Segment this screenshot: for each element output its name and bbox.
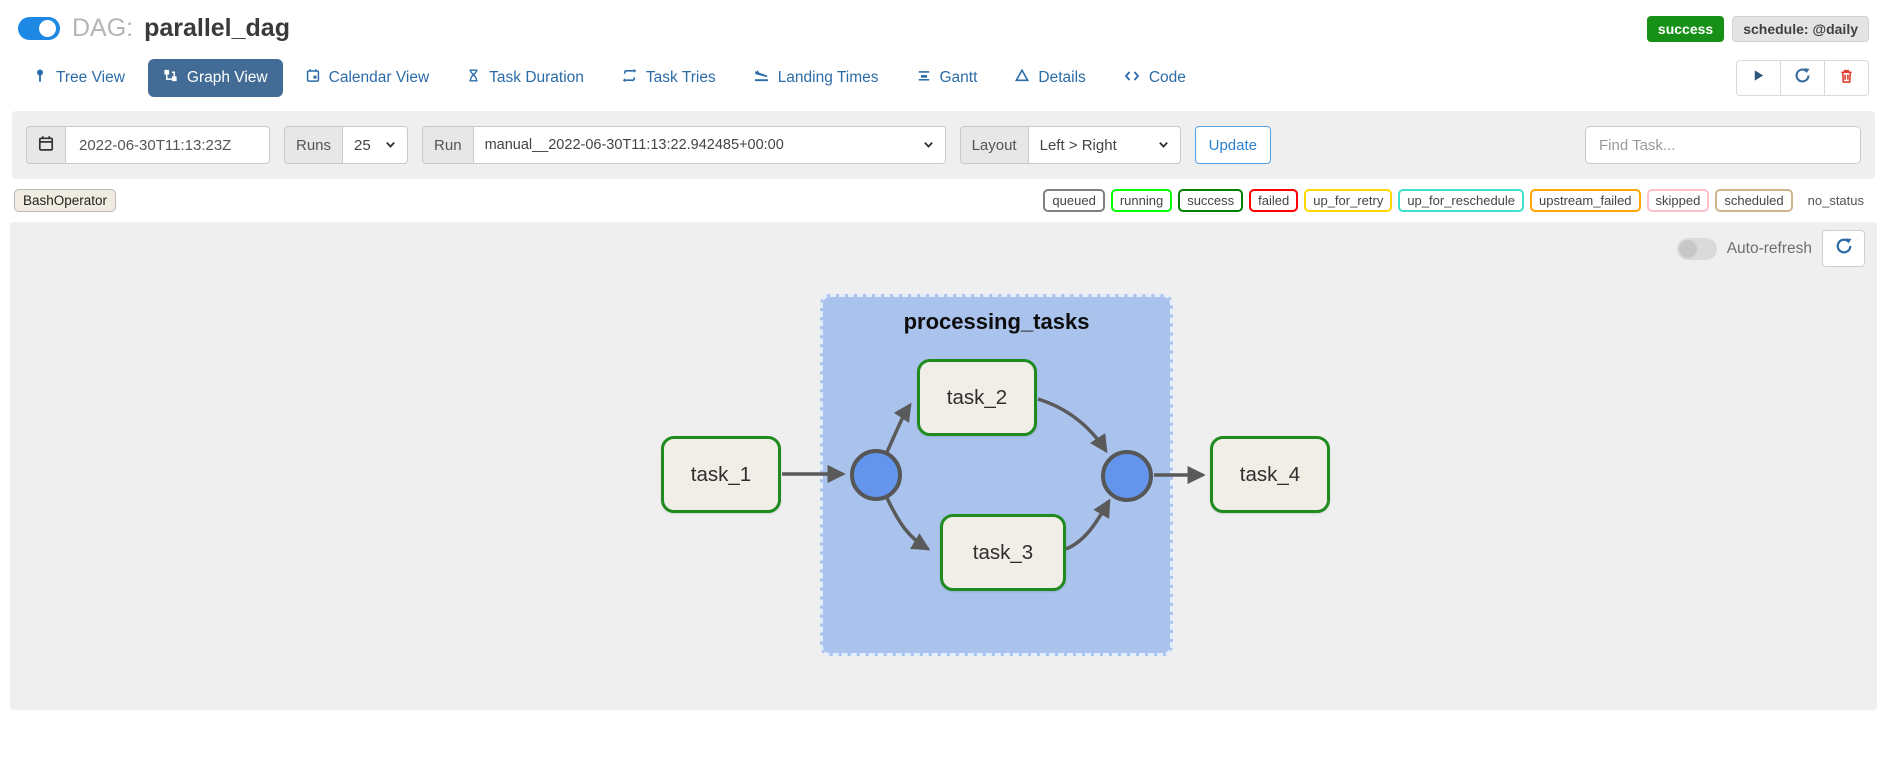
layout-value: Left > Right	[1039, 136, 1117, 154]
run-value: manual__2022-06-30T11:13:22.942485+00:00	[484, 137, 784, 153]
chevron-down-icon	[385, 137, 396, 154]
operator-legend-badge: BashOperator	[14, 189, 117, 212]
code-icon	[1124, 69, 1140, 88]
tab-details[interactable]: Details	[1000, 59, 1100, 97]
toggle-knob	[1678, 239, 1697, 258]
join-node-upstream[interactable]	[850, 449, 902, 501]
status-badge-skipped[interactable]: skipped	[1646, 189, 1710, 212]
page-title: DAG: parallel_dag	[72, 14, 290, 43]
update-button[interactable]: Update	[1194, 126, 1271, 164]
refresh-dag-button[interactable]	[1780, 60, 1825, 96]
dag-enabled-toggle[interactable]	[18, 17, 60, 40]
layout-select[interactable]: Left > Right	[1027, 126, 1181, 164]
tab-label: Task Tries	[645, 69, 716, 86]
status-badge-scheduled[interactable]: scheduled	[1715, 189, 1793, 212]
status-badge-failed[interactable]: failed	[1249, 189, 1299, 212]
auto-refresh-toggle[interactable]	[1676, 237, 1717, 260]
chevron-down-icon	[923, 137, 934, 154]
runs-label: Runs	[284, 126, 344, 164]
layout-label: Layout	[959, 126, 1029, 164]
status-badge-no-status: no_status	[1807, 193, 1864, 208]
gantt-icon	[917, 68, 931, 88]
schedule-badge: schedule: @daily	[1732, 15, 1869, 42]
refresh-icon	[1794, 67, 1811, 89]
hourglass-icon	[467, 68, 480, 88]
auto-refresh-label: Auto-refresh	[1726, 239, 1812, 257]
chevron-down-icon	[1158, 137, 1169, 154]
plane-landing-icon	[754, 68, 769, 88]
dag-name: parallel_dag	[144, 14, 290, 42]
status-legend: queued running success failed up_for_ret…	[1043, 189, 1873, 212]
run-select[interactable]: manual__2022-06-30T11:13:22.942485+00:00	[472, 126, 946, 164]
status-badge-running[interactable]: running	[1110, 189, 1173, 212]
refresh-graph-button[interactable]	[1822, 230, 1865, 267]
tab-calendar-view[interactable]: Calendar View	[291, 59, 445, 97]
play-icon	[1751, 68, 1766, 88]
calendar-icon	[38, 135, 54, 156]
trash-icon	[1839, 68, 1854, 89]
filter-bar: Runs 25 Run manual__2022-06-30T11:13:22.…	[12, 111, 1875, 179]
tab-label: Tree View	[56, 69, 125, 86]
tab-tree-view[interactable]: Tree View	[18, 59, 140, 97]
tab-code[interactable]: Code	[1109, 60, 1201, 97]
layout-group: Layout Left > Right	[959, 126, 1181, 164]
task-node-task-2[interactable]: task_2	[917, 359, 1037, 436]
status-badge-upstream-failed[interactable]: upstream_failed	[1530, 189, 1641, 212]
tab-task-duration[interactable]: Task Duration	[452, 59, 599, 97]
legend-row: BashOperator queued running success fail…	[0, 179, 1887, 220]
dag-title-prefix: DAG:	[72, 14, 134, 42]
task-node-task-3[interactable]: task_3	[940, 514, 1066, 591]
header: DAG: parallel_dag success schedule: @dai…	[0, 0, 1887, 47]
task-node-task-1[interactable]: task_1	[661, 436, 781, 513]
triangle-icon	[1015, 68, 1030, 88]
run-group: Run manual__2022-06-30T11:13:22.942485+0…	[422, 126, 946, 164]
tab-label: Landing Times	[777, 69, 879, 86]
calendar-icon	[306, 68, 320, 88]
trigger-dag-button[interactable]	[1736, 60, 1781, 96]
status-badge-up-for-retry[interactable]: up_for_retry	[1304, 189, 1393, 212]
pin-icon	[33, 68, 47, 88]
run-label: Run	[422, 126, 474, 164]
base-date-input[interactable]	[77, 135, 258, 155]
refresh-icon	[1835, 237, 1853, 260]
dag-actions	[1736, 60, 1869, 96]
toggle-knob	[39, 20, 56, 37]
tab-label: Gantt	[939, 69, 978, 86]
tab-task-tries[interactable]: Task Tries	[607, 59, 731, 97]
graph-icon	[163, 68, 178, 88]
find-task	[1585, 126, 1861, 164]
auto-refresh-controls: Auto-refresh	[1676, 230, 1865, 267]
view-tabs: Tree View Graph View Calendar View Task …	[0, 47, 1887, 105]
base-date-group	[26, 126, 270, 164]
tab-label: Graph View	[186, 69, 268, 86]
tab-label: Task Duration	[489, 69, 584, 86]
find-task-input[interactable]	[1585, 126, 1861, 164]
tab-label: Details	[1038, 69, 1086, 86]
calendar-addon[interactable]	[26, 126, 66, 164]
repeat-icon	[622, 68, 637, 88]
tab-label: Code	[1148, 69, 1186, 86]
dag-status-badge: success	[1646, 15, 1725, 42]
runs-group: Runs 25	[284, 126, 409, 164]
runs-select[interactable]: 25	[342, 126, 409, 164]
base-date-field	[65, 126, 270, 164]
tab-gantt[interactable]: Gantt	[902, 59, 993, 97]
task-node-task-4[interactable]: task_4	[1210, 436, 1330, 513]
tab-graph-view[interactable]: Graph View	[147, 59, 283, 97]
join-node-downstream[interactable]	[1101, 450, 1153, 502]
delete-dag-button[interactable]	[1824, 60, 1869, 96]
status-badge-queued[interactable]: queued	[1043, 189, 1105, 212]
runs-value: 25	[354, 136, 371, 154]
status-badge-up-for-reschedule[interactable]: up_for_reschedule	[1398, 189, 1525, 212]
status-badge-success[interactable]: success	[1178, 189, 1244, 212]
graph-canvas[interactable]: Auto-refresh processing_tasks task_1 tas…	[10, 222, 1877, 710]
tab-label: Calendar View	[328, 69, 430, 86]
tab-landing-times[interactable]: Landing Times	[739, 59, 894, 97]
task-group-label[interactable]: processing_tasks	[903, 309, 1090, 334]
